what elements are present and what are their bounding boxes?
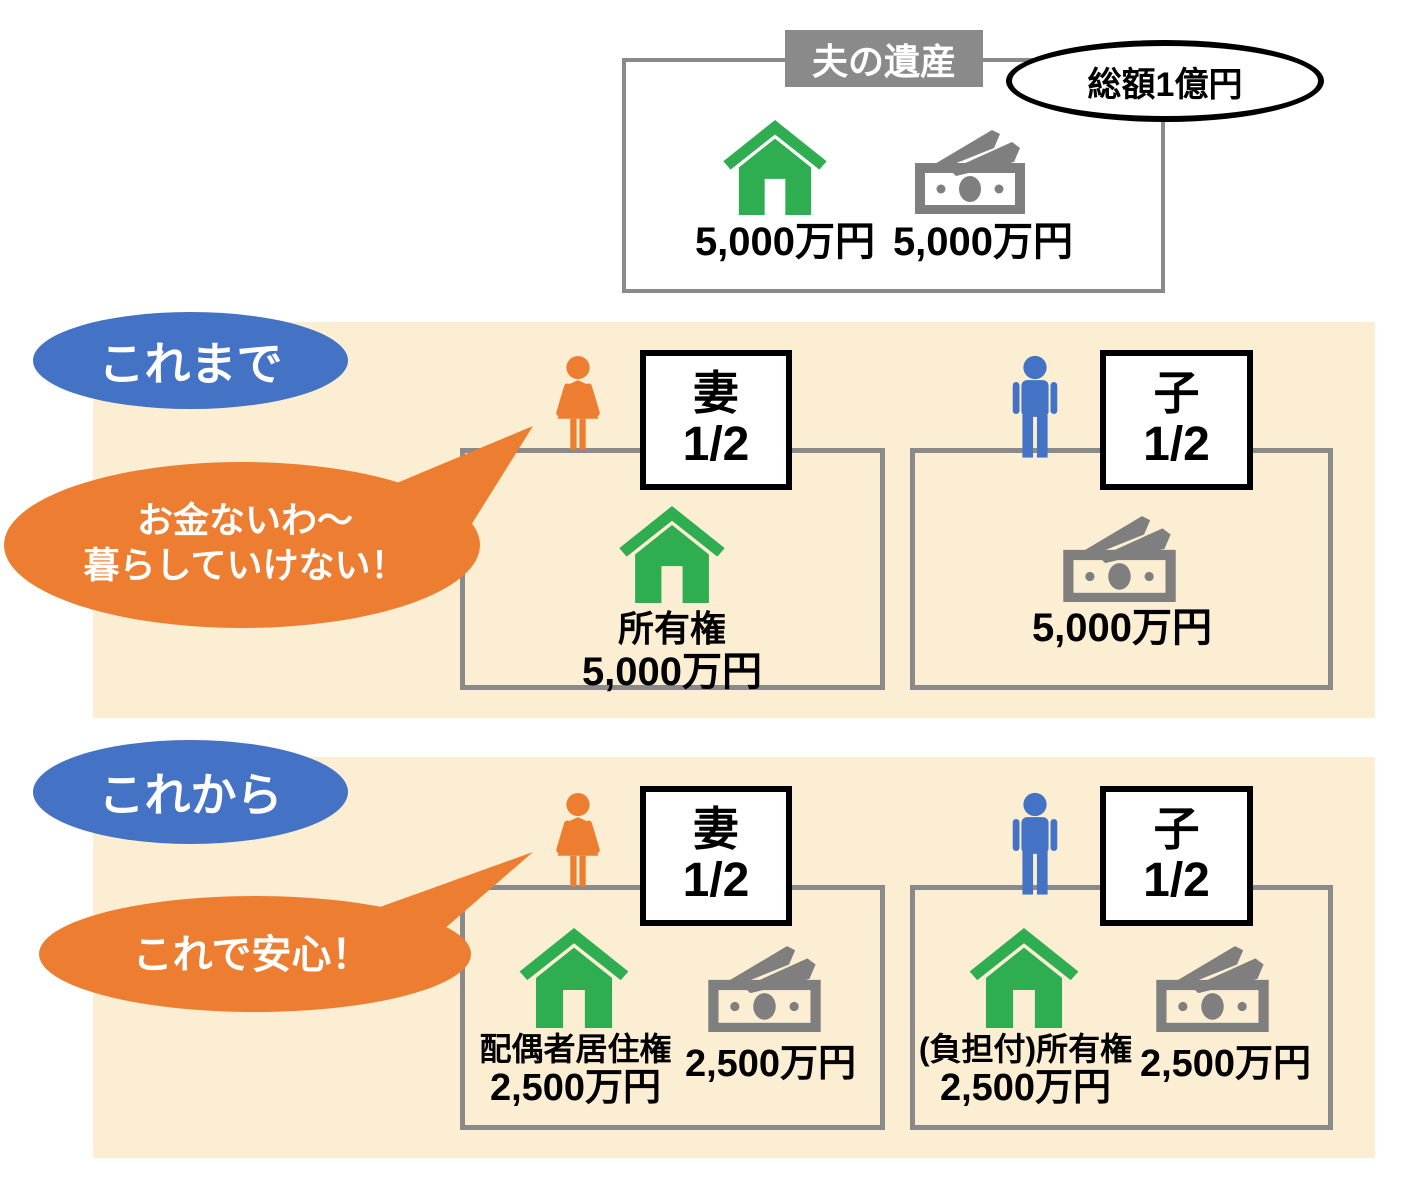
after-wife-plate: 妻 1/2 [640,786,792,926]
before-wife-plate: 妻 1/2 [640,350,792,490]
after-wife-house-value: 2,500万円 [489,1067,662,1109]
before-wife-share: 1/2 [682,417,750,471]
estate-money-value: 5,000万円 [892,220,1074,264]
after-child-share: 1/2 [1143,853,1210,907]
after-child-money-value: 2,500万円 [1139,1043,1312,1085]
after-wife-money-value: 2,500万円 [684,1043,857,1085]
estate-total-ellipse: 総額1億円 [1006,40,1324,122]
after-child-plate: 子 1/2 [1100,786,1253,926]
before-wife-asset-value: 5,000万円 [581,650,763,694]
house-icon [968,928,1080,1028]
before-child-name: 子 [1153,367,1200,420]
speech-body [39,896,471,1012]
house-icon [722,120,828,215]
before-child-share: 1/2 [1143,417,1210,471]
house-icon [618,506,726,603]
money-icon [914,124,1026,214]
estate-title: 夫の遺産 [785,30,983,87]
before-bubble-line1: お金ないわ～ [137,500,353,541]
after-child-house-title: (負担付)所有権 [918,1031,1133,1067]
after-child-house-value: 2,500万円 [939,1067,1112,1109]
before-wife-asset-label: 所有権 5,000万円 [547,608,797,694]
before-child-plate: 子 1/2 [1100,350,1253,490]
before-child-money-value: 5,000万円 [1031,606,1213,650]
speech-body [4,462,480,628]
after-speech-bubble: これで安心！ [39,852,533,1012]
child-icon [1004,354,1066,472]
after-child-house-label: (負担付)所有権 2,500万円 [908,1030,1143,1108]
after-wife-name: 妻 [693,803,739,856]
before-wife-name: 妻 [693,367,739,420]
before-wife-asset-title: 所有権 [617,608,726,649]
child-icon [1004,791,1066,909]
after-child-name: 子 [1153,803,1200,856]
before-bubble-line2: 暮らしていけない！ [84,545,407,586]
after-tag-ellipse: これから [33,740,348,844]
after-wife-share: 1/2 [682,853,750,907]
money-icon [1062,510,1177,602]
after-bubble-line1: これで安心！ [133,933,372,977]
after-wife-house-label: 配偶者居住権 2,500万円 [468,1030,683,1108]
money-icon [1154,940,1271,1032]
estate-house-value: 5,000万円 [694,220,876,264]
money-icon [706,940,823,1032]
before-speech-bubble: お金ないわ～ 暮らしていけない！ [4,426,533,628]
after-wife-house-title: 配偶者居住権 [479,1031,672,1067]
before-tag-ellipse: これまで [33,312,348,409]
